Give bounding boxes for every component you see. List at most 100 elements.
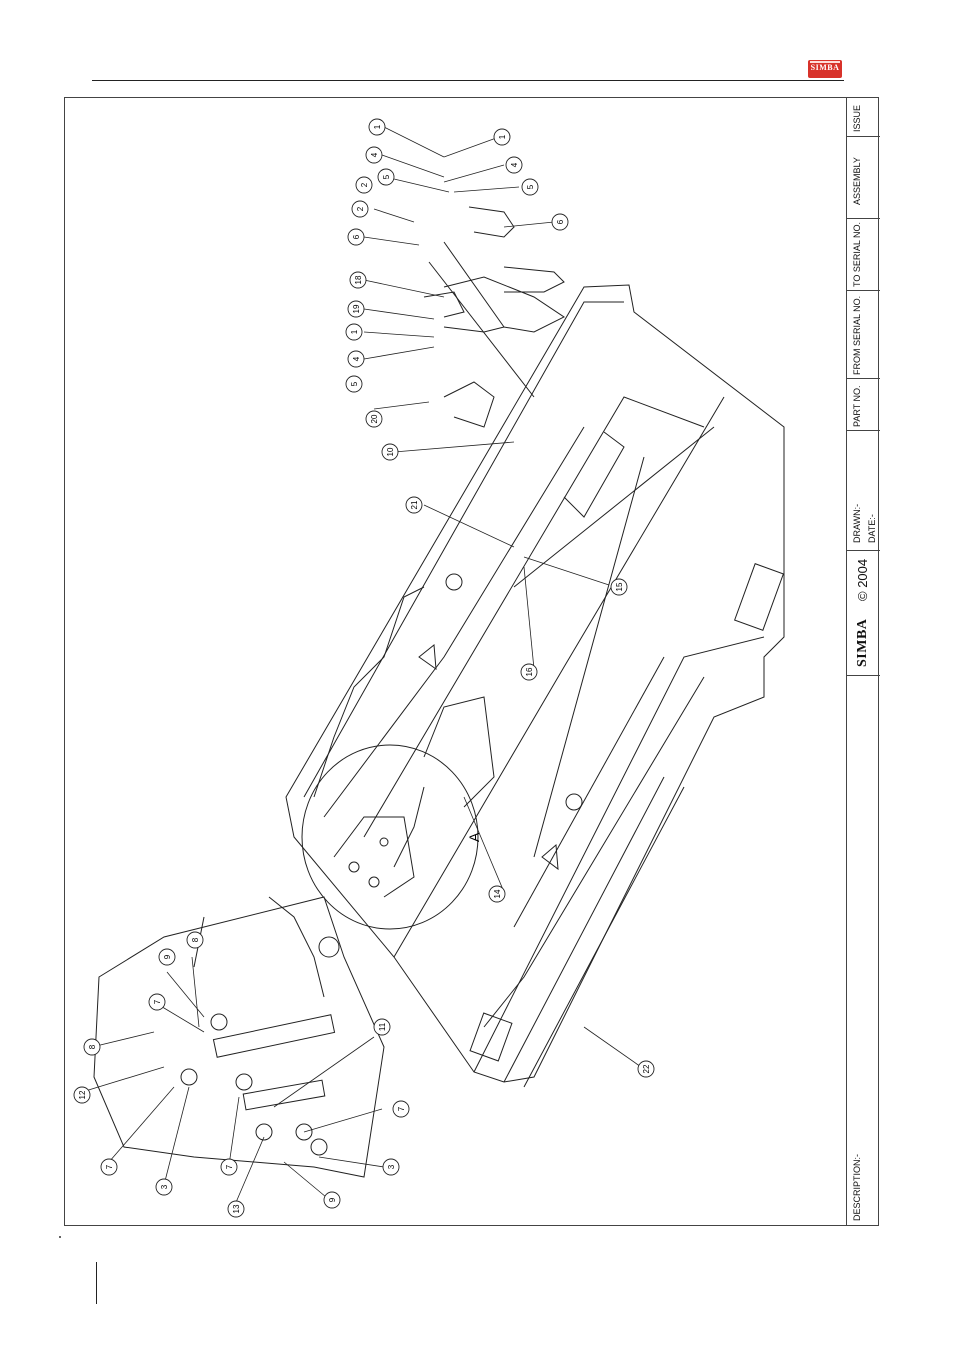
tb-issue-cell: ISSUE [847,97,880,137]
callout-number: 14 [493,889,502,898]
callout-balloon: 3 [156,1179,172,1195]
callout-balloon: 1 [369,119,385,135]
callout-number: 8 [191,937,200,942]
callout-balloon: 8 [187,932,203,948]
callout-number: 12 [78,1090,87,1099]
callout-balloon: 10 [382,444,398,460]
assembly-label: ASSEMBLY [852,157,862,205]
from-serial-label: FROM SERIAL NO. [852,296,862,375]
callout-number: 4 [370,152,379,157]
copyright-text: © 2004 [855,559,870,601]
simba-brand-text: SIMBA [855,619,871,667]
callout-number: 1 [350,329,359,334]
issue-label: ISSUE [852,105,862,132]
callout-number: 6 [352,234,361,239]
callout-number: 8 [88,1044,97,1049]
drawn-label: DRAWN:- [852,504,862,543]
margin-rule [96,1262,97,1304]
callout-balloon: 13 [228,1201,244,1217]
callout-number: 11 [378,1022,387,1031]
part-no-label: PART NO. [852,385,862,427]
callout-number: 5 [382,174,391,179]
tb-to-serial-cell: TO SERIAL NO. [847,219,880,291]
callout-balloon: 18 [350,272,366,288]
callout-number: 5 [350,381,359,386]
callout-balloon: 6 [348,229,364,245]
callout-balloon: 2 [356,177,372,193]
detail-a-view [302,745,478,929]
tb-description-cell: DESCRIPTION:- [847,676,880,1226]
callout-number: 2 [360,182,369,187]
callout-number: 7 [225,1164,234,1169]
callout-number: 16 [525,667,534,676]
callout-number: 13 [232,1204,241,1213]
to-serial-label: TO SERIAL NO. [852,222,862,287]
leader-lines [82,127,644,1207]
callout-balloon: 2 [352,201,368,217]
rear-bracket-assembly [424,207,564,427]
callout-balloon: 7 [221,1159,237,1175]
callout-number: 5 [526,184,535,189]
callout-balloon: 9 [324,1192,340,1208]
callout-balloon: 4 [366,147,382,163]
callout-balloon: 9 [159,949,175,965]
callout-balloon: 19 [348,301,364,317]
callout-number: 2 [356,206,365,211]
callout-number: 21 [410,500,419,509]
hitch-exploded-view [94,897,384,1177]
callout-balloon: 7 [393,1101,409,1117]
callout-balloon: 12 [74,1087,90,1103]
callout-number: 7 [397,1106,406,1111]
callout-balloon: 7 [149,994,165,1010]
exploded-assembly-drawing: 1144552266181914520102115161489781211773… [64,97,846,1226]
callout-balloon: 5 [378,169,394,185]
logo-text: SIMBA [808,63,842,72]
tb-brand-cell: SIMBA © 2004 [847,551,880,676]
callout-number: 20 [370,414,379,423]
callout-balloon: 1 [494,129,510,145]
callout-balloon: 5 [346,376,362,392]
page-mark [59,1236,61,1238]
callout-balloon: 8 [84,1039,100,1055]
callout-number: 6 [556,219,565,224]
title-block: ISSUE ASSEMBLY TO SERIAL NO. FROM SERIAL… [846,97,879,1226]
callout-number: 19 [352,304,361,313]
callout-balloon: 11 [374,1019,390,1035]
tb-assembly-cell: ASSEMBLY [847,137,880,219]
callout-balloon: 22 [638,1061,654,1077]
header-rule [92,80,844,81]
callouts: 1144552266181914520102115161489781211773… [74,119,654,1217]
date-label: DATE:- [867,514,877,543]
tb-drawn-date-cell: DRAWN:- DATE:- [847,431,880,551]
callout-number: 15 [615,582,624,591]
callout-balloon: 20 [366,411,382,427]
callout-balloon: 15 [611,579,627,595]
callout-balloon: 1 [346,324,362,340]
callout-number: 1 [373,124,382,129]
description-label: DESCRIPTION:- [852,1154,862,1221]
callout-number: 7 [153,999,162,1004]
callout-balloon: 3 [383,1159,399,1175]
callout-number: 9 [328,1197,337,1202]
callout-number: 9 [163,954,172,959]
callout-balloon: 6 [552,214,568,230]
tb-part-no-cell: PART NO. [847,379,880,431]
main-frame [286,285,784,1087]
callout-number: 18 [354,275,363,284]
tb-from-serial-cell: FROM SERIAL NO. [847,291,880,379]
callout-number: 3 [387,1164,396,1169]
callout-number: 1 [498,134,507,139]
callout-balloon: 4 [348,351,364,367]
callout-balloon: 21 [406,497,422,513]
callout-balloon: 16 [521,664,537,680]
detail-label-a: A [466,832,482,842]
callout-balloon: 4 [506,157,522,173]
callout-number: 4 [510,162,519,167]
callout-balloon: 5 [522,179,538,195]
simba-logo: SIMBA [808,60,842,78]
callout-number: 22 [642,1064,651,1073]
callout-number: 10 [386,447,395,456]
callout-number: 4 [352,356,361,361]
callout-balloon: 14 [489,886,505,902]
callout-number: 3 [160,1184,169,1189]
